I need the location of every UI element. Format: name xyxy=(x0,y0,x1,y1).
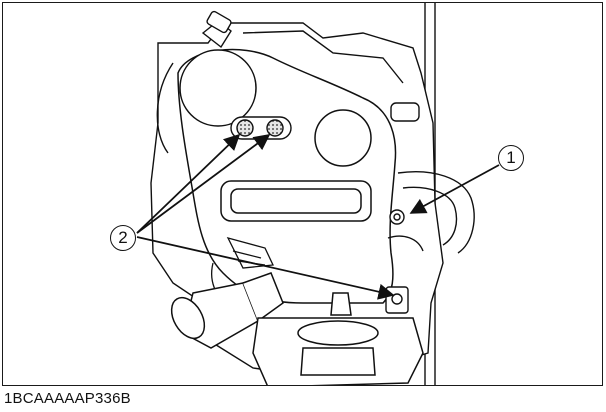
leader-arrow-2b xyxy=(136,134,271,234)
oil-pan xyxy=(252,292,424,385)
callout-2: 2 xyxy=(110,225,136,251)
bolt-1 xyxy=(389,209,405,225)
hoses xyxy=(387,102,475,254)
inspection-slot xyxy=(220,180,372,222)
lower-bolt xyxy=(385,286,409,314)
oil-filter xyxy=(170,272,284,349)
leader-arrow-1 xyxy=(409,164,500,214)
upper-bolt-plate xyxy=(230,116,292,140)
leader-arrow-2a xyxy=(136,133,241,234)
callout-1: 1 xyxy=(498,145,524,171)
filler-pipe xyxy=(201,10,232,49)
figure-code: 1BCAAAAAP336B xyxy=(4,390,131,407)
engine-drawing xyxy=(136,3,500,385)
leader-lines xyxy=(136,133,500,300)
leader-arrow-2c xyxy=(136,236,395,300)
figure-frame: 1 2 xyxy=(2,2,603,386)
